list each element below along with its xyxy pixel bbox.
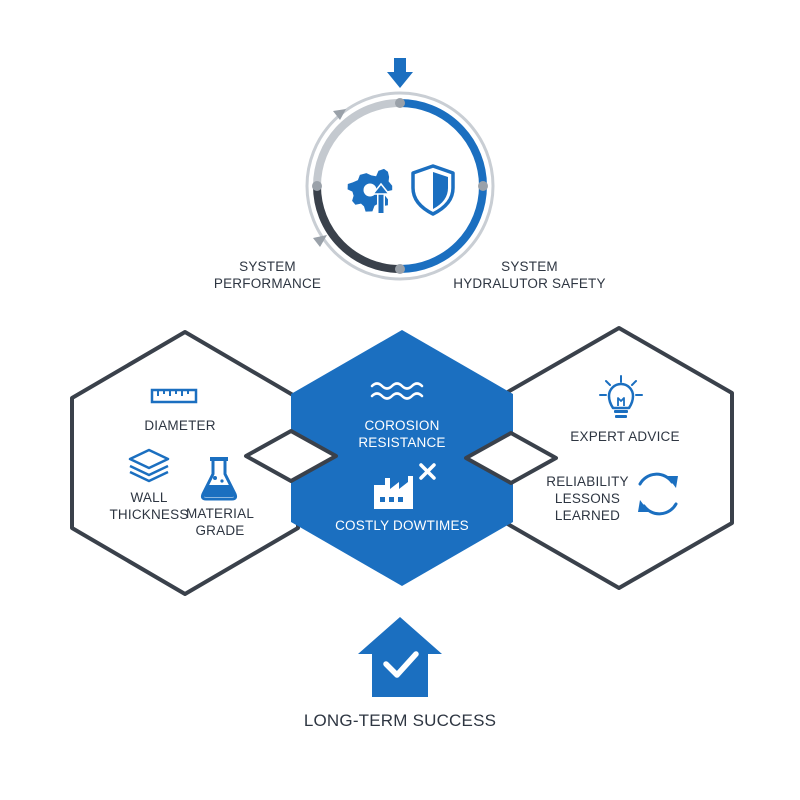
refresh-icon (638, 472, 678, 516)
long-term-success-label: LONG-TERM SUCCESS (303, 711, 497, 730)
expert-advice-label: EXPERT ADVICE (570, 429, 680, 444)
waves-icon (370, 382, 424, 400)
shield-icon (411, 164, 455, 216)
safety-label: SYSTEM HYDRALUTOR SAFETY (452, 258, 607, 292)
downtime-label: COSTLY DOWTIMES (335, 518, 469, 533)
performance-label-line2: PERFORMANCE (213, 276, 322, 291)
ruler-icon (150, 388, 198, 404)
flask-icon (200, 457, 238, 501)
factory-icon (374, 476, 413, 509)
safety-label-line1: SYSTEM (501, 259, 558, 274)
safety-label-line2: HYDRALUTOR SAFETY (453, 276, 606, 291)
wall-thickness-line1: WALL (130, 490, 168, 505)
lightbulb-icon (599, 375, 643, 418)
performance-label-line1: SYSTEM (239, 259, 296, 274)
corrosion-label: COROSION RESISTANCE (337, 417, 467, 451)
hex-center (291, 330, 513, 586)
house-check-icon (358, 617, 442, 697)
performance-label: SYSTEM PERFORMANCE (205, 258, 330, 292)
reliability-label-line3: LEARNED (554, 508, 621, 523)
material-grade-label: MATERIAL GRADE (180, 505, 260, 539)
connector-right (464, 431, 558, 485)
material-grade-line2: GRADE (195, 523, 245, 538)
connector-left (244, 429, 338, 483)
corrosion-label-line1: COROSION (364, 418, 440, 433)
reliability-label-line2: LESSONS (554, 491, 621, 506)
x-mark-icon (419, 463, 436, 480)
reliability-label: RELIABILITY LESSONS LEARNED (545, 473, 630, 524)
gear-arrow-icon (347, 168, 393, 213)
arrow-down-icon (387, 58, 413, 88)
corrosion-label-line2: RESISTANCE (358, 435, 446, 450)
wall-thickness-line2: THICKNESS (109, 507, 189, 522)
diameter-label: DIAMETER (144, 418, 216, 433)
cycle-ring (305, 91, 495, 281)
wall-thickness-label: WALL THICKNESS (104, 489, 194, 523)
reliability-label-line1: RELIABILITY (546, 474, 629, 489)
material-grade-line1: MATERIAL (185, 506, 255, 521)
layers-icon (128, 448, 170, 483)
